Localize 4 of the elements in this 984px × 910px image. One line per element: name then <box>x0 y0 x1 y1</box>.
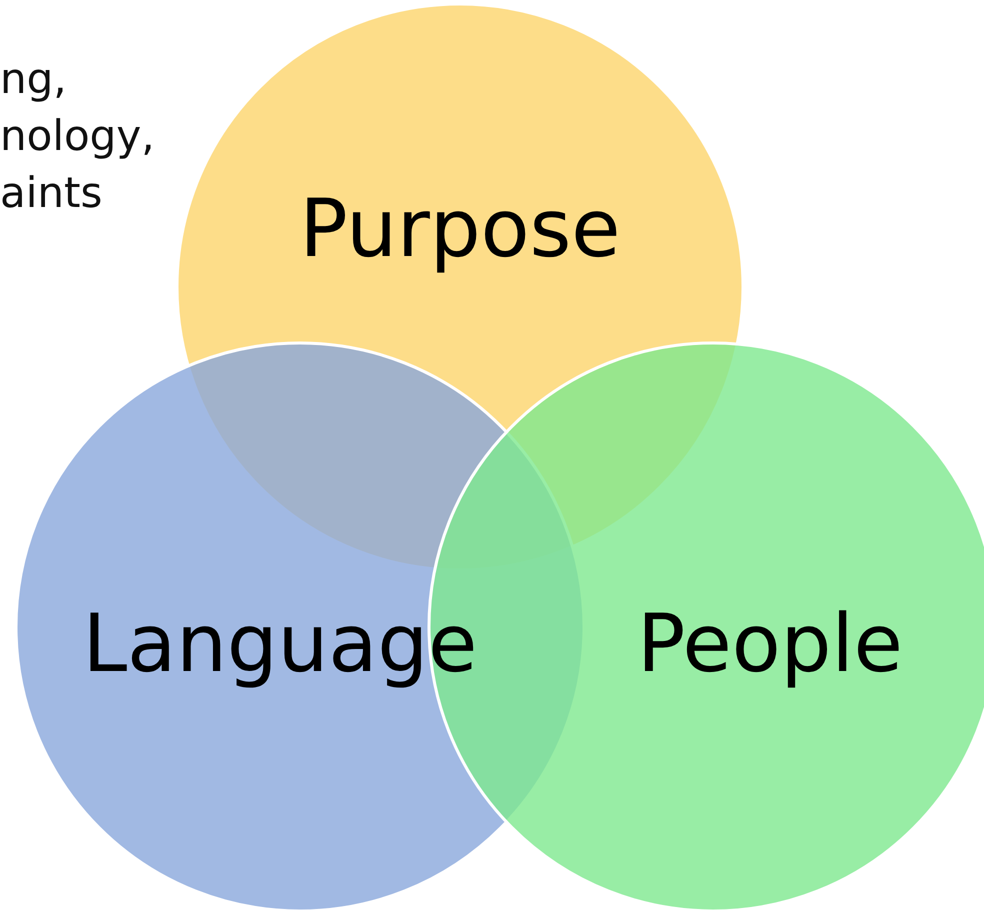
note-text: ng, nology, aints <box>0 53 156 219</box>
circle-label: Purpose <box>299 182 621 274</box>
circle-label: Language <box>82 596 478 690</box>
circle-label: People <box>637 596 903 690</box>
